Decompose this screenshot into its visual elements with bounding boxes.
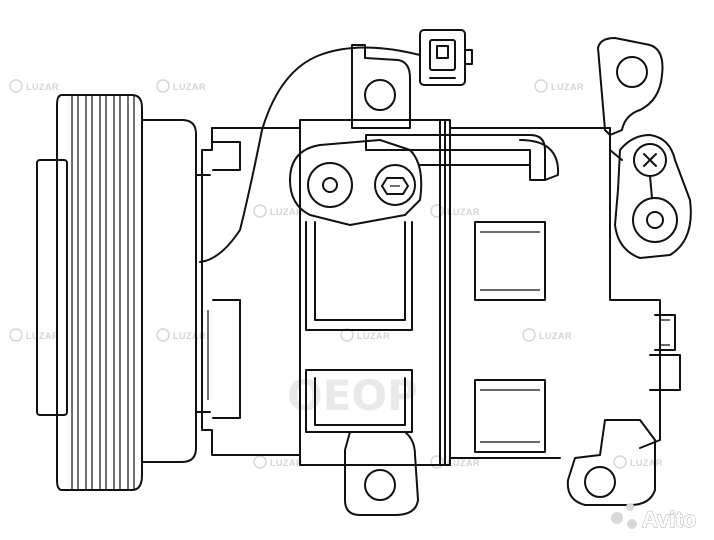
svg-text:Avito: Avito bbox=[642, 507, 696, 532]
watermark-7: LUZAR bbox=[156, 328, 206, 342]
watermark-12: LUZAR bbox=[613, 455, 663, 469]
svg-text:LUZAR: LUZAR bbox=[539, 331, 572, 341]
svg-text:LUZAR: LUZAR bbox=[551, 82, 584, 92]
watermark-1: LUZAR bbox=[9, 79, 59, 93]
top-right-bracket bbox=[597, 37, 664, 136]
bottom-right-bracket bbox=[566, 419, 656, 506]
pulley bbox=[36, 94, 143, 491]
watermark-row-top: LUZAR LUZAR LUZAR bbox=[9, 79, 584, 93]
watermark-large-text: OEOP bbox=[287, 371, 418, 420]
svg-text:LUZAR: LUZAR bbox=[357, 331, 390, 341]
top-bracket bbox=[351, 44, 411, 129]
watermark-row-mid: LUZAR LUZAR LUZAR LUZAR LUZAR LUZAR LUZA… bbox=[9, 204, 663, 469]
avito-logo-icon bbox=[611, 512, 623, 524]
watermark-5: LUZAR bbox=[430, 204, 480, 218]
clutch-hub bbox=[141, 119, 211, 463]
watermark-6: LUZAR bbox=[9, 328, 59, 342]
svg-text:LUZAR: LUZAR bbox=[270, 458, 303, 468]
svg-text:LUZAR: LUZAR bbox=[26, 331, 59, 341]
watermark-10: LUZAR bbox=[253, 455, 303, 469]
watermark-4: LUZAR bbox=[253, 204, 303, 218]
electrical-connector bbox=[419, 29, 473, 86]
watermark-11: LUZAR bbox=[430, 455, 480, 469]
watermark-3: LUZAR bbox=[534, 79, 584, 93]
suction-port bbox=[614, 134, 692, 259]
svg-text:LUZAR: LUZAR bbox=[630, 458, 663, 468]
watermark-9: LUZAR bbox=[522, 328, 572, 342]
bottom-bracket bbox=[344, 431, 419, 516]
svg-text:LUZAR: LUZAR bbox=[270, 207, 303, 217]
svg-text:LUZAR: LUZAR bbox=[447, 207, 480, 217]
top-pipe bbox=[365, 134, 560, 181]
svg-text:LUZAR: LUZAR bbox=[173, 331, 206, 341]
discharge-port bbox=[289, 139, 423, 226]
watermark-2: LUZAR bbox=[156, 79, 206, 93]
compressor-body bbox=[201, 119, 681, 466]
svg-text:LUZAR: LUZAR bbox=[447, 458, 480, 468]
avito-watermark: Avito bbox=[611, 503, 697, 533]
svg-text:LUZAR: LUZAR bbox=[26, 82, 59, 92]
connector-wire bbox=[199, 46, 421, 263]
svg-text:LUZAR: LUZAR bbox=[173, 82, 206, 92]
